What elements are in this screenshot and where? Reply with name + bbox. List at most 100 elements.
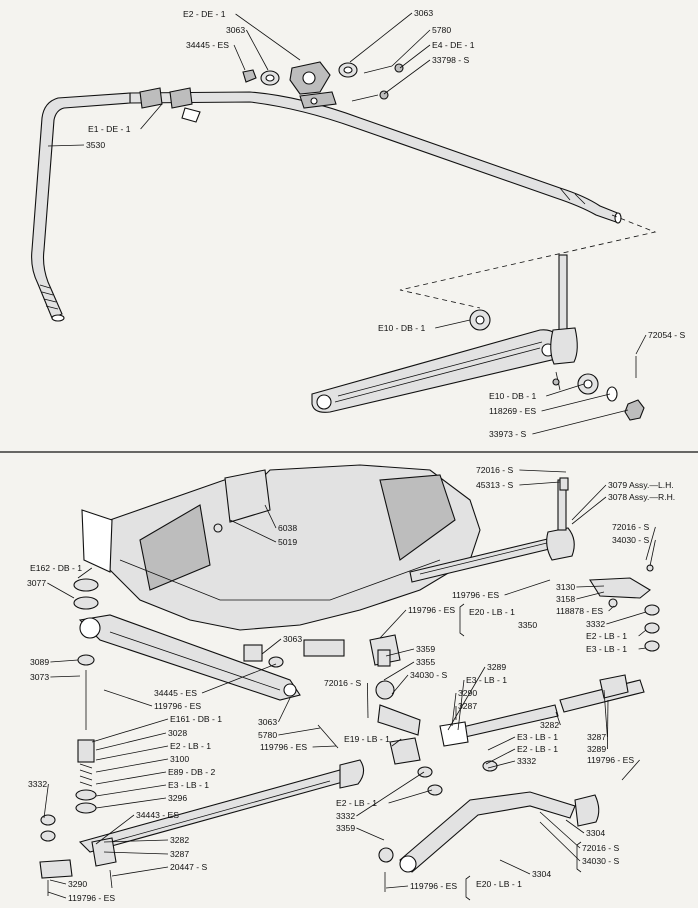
bottom-label-40: 3289 — [587, 744, 606, 754]
bottom-label-31: 34445 - ES — [154, 688, 197, 698]
bottom-label-66: 119796 - ES — [410, 881, 457, 891]
bottom-label-11: 3130 — [556, 582, 575, 592]
top-leader-10 — [635, 334, 647, 355]
bottom-label-5: 34030 - S — [612, 535, 650, 545]
bottom-label-37: E19 - LB - 1 — [344, 734, 390, 744]
bottom-leader-3 — [571, 496, 607, 525]
bottom-label-55: 3359 — [336, 823, 355, 833]
bottom-label-60: 3282 — [170, 835, 189, 845]
bottom-label-52: 34443 - ES — [136, 810, 179, 820]
bottom-label-3: 3078 Assy.—R.H. — [608, 492, 675, 502]
bottom-label-64: 119796 - ES — [68, 893, 115, 903]
bottom-leader-53 — [388, 789, 433, 804]
bottom-label-36: 119796 - ES — [260, 742, 307, 752]
bottom-leader-50 — [43, 783, 49, 819]
top-label-13: 33973 - S — [489, 429, 527, 439]
bottom-leader-5 — [649, 539, 656, 567]
bottom-label-59: 3304 — [532, 869, 551, 879]
group-brace-1 — [465, 875, 471, 901]
bottom-label-4: 72016 - S — [612, 522, 650, 532]
bottom-label-15: 119796 - ES — [408, 605, 455, 615]
bottom-leader-52 — [95, 814, 135, 845]
bottom-leader-47 — [95, 771, 167, 785]
bottom-label-49: 3296 — [168, 793, 187, 803]
bottom-label-2: 3079 Assy.—L.H. — [608, 480, 674, 490]
bottom-label-33: E161 - DB - 1 — [170, 714, 222, 724]
top-label-2: 3063 — [414, 8, 433, 18]
bottom-leader-2 — [571, 484, 607, 521]
bottom-leader-62 — [111, 866, 169, 877]
bottom-leader-39 — [603, 689, 608, 738]
bottom-label-50: 3332 — [28, 779, 47, 789]
bottom-leader-45 — [95, 745, 169, 761]
bottom-leader-49 — [95, 797, 167, 809]
bottom-label-6: 6038 — [278, 523, 297, 533]
bottom-label-21: 3073 — [30, 672, 49, 682]
bottom-leader-34 — [278, 697, 291, 723]
bottom-leader-60 — [103, 839, 169, 843]
top-leader-9 — [435, 319, 471, 329]
bottom-label-7: 5019 — [278, 537, 297, 547]
bottom-leader-55 — [356, 827, 385, 841]
top-label-7: E1 - DE - 1 — [88, 124, 131, 134]
bottom-label-51: 119796 - ES — [587, 755, 634, 765]
bottom-label-43: 3332 — [517, 756, 536, 766]
bottom-label-46: 3100 — [170, 754, 189, 764]
bottom-label-1: 45313 - S — [476, 480, 514, 490]
bottom-leader-66 — [385, 885, 409, 889]
bottom-label-48: E3 - LB - 1 — [168, 780, 209, 790]
top-leader-11 — [546, 383, 585, 397]
bottom-leader-31 — [201, 663, 277, 694]
bottom-label-38: 3282 — [540, 720, 559, 730]
bottom-leader-64 — [47, 891, 67, 899]
bottom-label-45: E2 - LB - 1 — [170, 741, 211, 751]
bottom-leader-48 — [95, 784, 167, 797]
bottom-label-35: 5780 — [258, 730, 277, 740]
top-label-0: E2 - DE - 1 — [183, 9, 226, 19]
bottom-label-41: E3 - LB - 1 — [517, 732, 558, 742]
bottom-leader-36 — [312, 745, 337, 748]
bottom-label-13: 118878 - ES — [556, 606, 603, 616]
top-label-12: 118269 - ES — [489, 406, 536, 416]
bottom-label-54: 3332 — [336, 811, 355, 821]
top-leader-5 — [399, 44, 431, 69]
top-leader-4 — [391, 29, 431, 67]
bottom-leader-42 — [485, 748, 516, 765]
bottom-label-12: 3158 — [556, 594, 575, 604]
top-leader-12 — [541, 393, 611, 412]
bottom-label-57: 72016 - S — [582, 843, 620, 853]
bottom-label-0: 72016 - S — [476, 465, 514, 475]
bottom-leader-44 — [95, 732, 167, 751]
top-label-11: E10 - DB - 1 — [489, 391, 537, 401]
bottom-leader-28 — [457, 679, 465, 731]
leader-lines — [43, 12, 656, 901]
bottom-label-42: E2 - LB - 1 — [517, 744, 558, 754]
bottom-leader-37 — [391, 738, 402, 747]
bottom-leader-7 — [229, 519, 277, 543]
bottom-label-28: E3 - LB - 1 — [466, 675, 507, 685]
bottom-leader-40 — [607, 699, 609, 750]
bottom-leader-14 — [606, 611, 647, 625]
bottom-leader-9 — [47, 582, 75, 599]
top-leader-7 — [140, 103, 163, 130]
bottom-label-44: 3028 — [168, 728, 187, 738]
bottom-leader-25 — [391, 674, 409, 695]
bottom-label-30: 3287 — [458, 701, 477, 711]
bottom-leader-13 — [608, 605, 615, 612]
top-label-4: 5780 — [432, 25, 451, 35]
bottom-leader-4 — [645, 526, 656, 561]
bottom-leader-22 — [261, 638, 282, 655]
bottom-leader-8 — [77, 567, 93, 579]
bottom-leader-0 — [519, 469, 567, 473]
bottom-leader-21 — [50, 675, 81, 678]
bottom-leader-19 — [638, 647, 647, 650]
bottom-leader-46 — [95, 758, 169, 773]
top-leader-1 — [246, 29, 269, 71]
group-brace-2 — [576, 841, 582, 873]
bottom-label-18: E2 - LB - 1 — [586, 631, 627, 641]
bottom-leader-58 — [539, 821, 581, 862]
bottom-label-39: 3287 — [587, 732, 606, 742]
bottom-label-14: 3332 — [586, 619, 605, 629]
bottom-leader-41 — [487, 736, 516, 751]
